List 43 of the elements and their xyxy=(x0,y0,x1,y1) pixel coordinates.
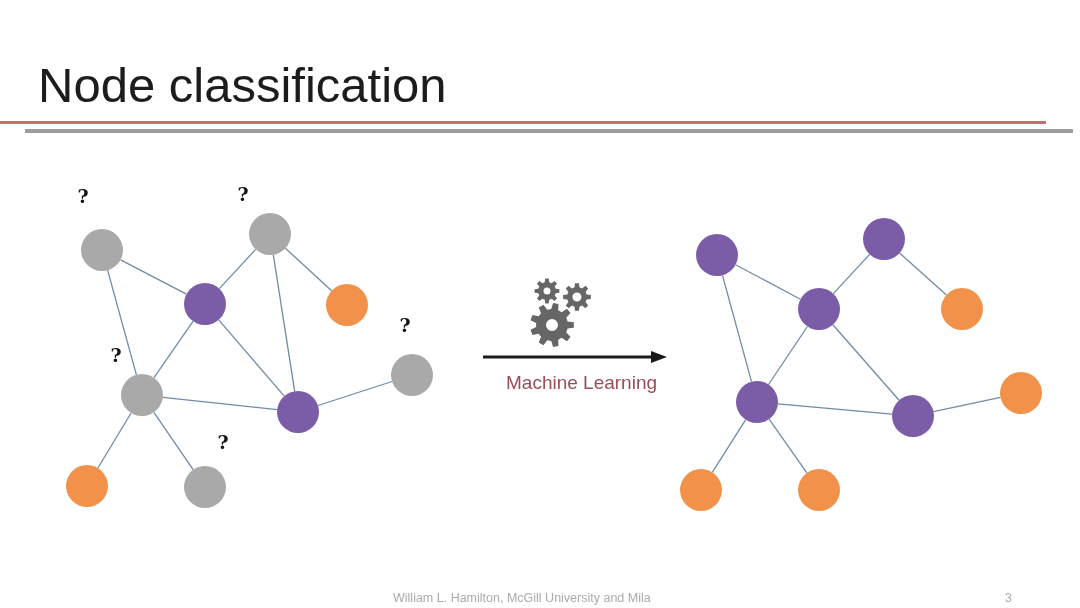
edge-line xyxy=(218,248,257,290)
edge-line xyxy=(106,269,138,376)
question-mark: ? xyxy=(110,345,122,365)
arrow-label: Machine Learning xyxy=(506,372,658,394)
graph-node xyxy=(941,288,983,330)
edge-line xyxy=(777,403,893,415)
question-mark: ? xyxy=(77,186,89,206)
graph-node xyxy=(66,465,108,507)
question-mark: ? xyxy=(217,432,229,452)
edge-line xyxy=(97,412,132,469)
graph-node xyxy=(736,381,778,423)
edge-line xyxy=(153,411,194,471)
edge-line xyxy=(832,253,871,295)
graph-node xyxy=(798,469,840,511)
edge-line xyxy=(711,419,747,473)
question-mark: ? xyxy=(399,315,411,335)
edge-line xyxy=(218,319,285,397)
edge-line xyxy=(832,324,900,401)
graph-node xyxy=(892,395,934,437)
graph-node xyxy=(696,234,738,276)
slide-title: Node classification xyxy=(38,61,447,110)
edge-line xyxy=(734,264,802,300)
edge-line xyxy=(284,247,333,292)
edge-line xyxy=(768,418,808,474)
edge-line xyxy=(932,396,1002,413)
graph-node xyxy=(277,391,319,433)
page-number: 3 xyxy=(1005,591,1012,606)
edge-line xyxy=(721,274,753,383)
edge-line xyxy=(153,320,194,379)
footer-text: William L. Hamilton, McGill University and Mila xyxy=(393,591,651,606)
graph-node xyxy=(798,288,840,330)
edge-line xyxy=(272,254,296,392)
edge-line xyxy=(119,259,188,295)
graph-node xyxy=(680,469,722,511)
question-mark: ? xyxy=(237,184,249,204)
graph-node xyxy=(326,284,368,326)
edge-line xyxy=(317,380,393,407)
edge-line xyxy=(162,396,278,411)
edge-line xyxy=(767,325,809,386)
graph-node xyxy=(863,218,905,260)
graph-node xyxy=(184,283,226,325)
edge-line xyxy=(898,252,948,296)
graph-node xyxy=(1000,372,1042,414)
